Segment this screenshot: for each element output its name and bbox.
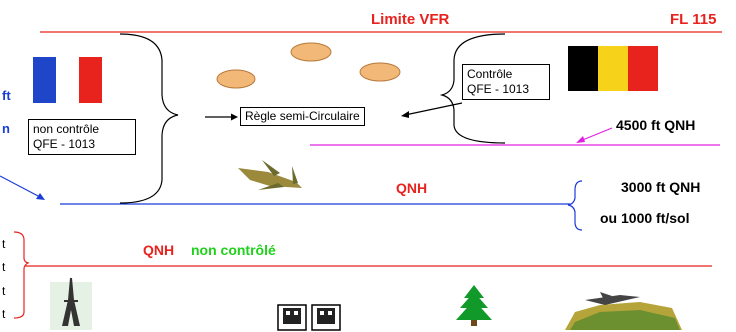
qnh-low-label: QNH xyxy=(143,242,175,258)
left-t-fragment: t xyxy=(2,307,6,321)
brace-right xyxy=(439,33,506,144)
non-controle-box-line1: non contrôle xyxy=(33,122,100,136)
cloud-icon xyxy=(216,42,401,89)
brace-3000 xyxy=(567,180,583,231)
qnh-mid-label: QNH xyxy=(396,180,428,196)
qnh-3000-label: 3000 ft QNH xyxy=(621,179,701,195)
controle-box-line1: Contrôle xyxy=(467,67,513,81)
non-controle-box: non contrôle QFE - 1013 xyxy=(28,119,136,155)
non-controle-label: non contrôlé xyxy=(191,242,276,258)
left-t-fragment: t xyxy=(2,260,6,274)
tree-icon xyxy=(456,285,492,326)
regle-semi-circulaire-label: Règle semi-Circulaire xyxy=(245,109,360,123)
belgium-flag-icon xyxy=(568,46,658,91)
arrow-left-blue xyxy=(0,175,41,198)
regle-semi-circulaire-box: Règle semi-Circulaire xyxy=(240,107,365,126)
arrowhead-4500 xyxy=(576,136,585,143)
arrowhead-regle xyxy=(231,113,238,121)
left-t-fragment: t xyxy=(2,237,6,251)
eiffel-tower-icon xyxy=(50,278,92,330)
bracket-left-red xyxy=(13,231,30,319)
building-icon xyxy=(277,304,341,331)
ou-1000-label: ou 1000 ft/sol xyxy=(600,210,690,226)
non-controle-box-line2: QFE - 1013 xyxy=(33,137,96,151)
france-flag-icon xyxy=(33,57,102,103)
fl115-label: FL 115 xyxy=(670,11,717,28)
landscape-plane-icon xyxy=(565,292,682,330)
controle-box: Contrôle QFE - 1013 xyxy=(462,64,550,100)
vfr-limit-label: Limite VFR xyxy=(371,11,450,28)
left-t-fragment: t xyxy=(2,284,6,298)
arrowhead-controle xyxy=(401,111,409,118)
brace-left xyxy=(119,33,179,204)
left-n-fragment: n xyxy=(2,121,10,136)
arrow-4500 xyxy=(579,127,613,142)
arrowhead-left-blue xyxy=(36,193,45,200)
arrow-from-controle xyxy=(404,102,463,116)
left-ft-fragment: ft xyxy=(2,88,11,103)
qnh-4500-label: 4500 ft QNH xyxy=(616,117,696,133)
aircraft-icon xyxy=(238,160,302,190)
controle-box-line2: QFE - 1013 xyxy=(467,82,530,96)
